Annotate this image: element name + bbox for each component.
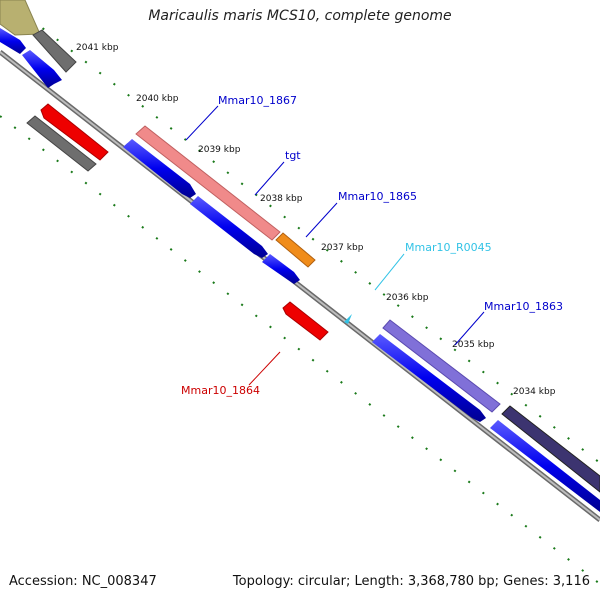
tick-label-2039: 2039 kbp (198, 145, 241, 155)
cds-forward-1[interactable] (123, 139, 196, 198)
tick-label-2041: 2041 kbp (76, 43, 119, 53)
cds-reverse-upperleft[interactable] (40, 103, 109, 161)
label-tgt: tgt (285, 149, 301, 162)
label-mmar10-1864: Mmar10_1864 (181, 384, 260, 397)
leader-tgt (254, 161, 285, 196)
tick-label-2034: 2034 kbp (513, 387, 556, 397)
gene-mmar10-1863[interactable] (382, 319, 501, 413)
tick-label-2038: 2038 kbp (260, 194, 303, 204)
leader-mmar10-1867 (185, 105, 219, 141)
genome-summary-text: Topology: circular; Length: 3,368,780 bp… (232, 574, 590, 589)
leader-mmar10-1865 (305, 202, 338, 238)
tick-label-2040: 2040 kbp (136, 94, 179, 104)
label-mmar10-1863: Mmar10_1863 (484, 300, 563, 313)
gene-dark-purple[interactable] (501, 405, 600, 493)
cds-forward-topleft-b[interactable] (22, 50, 62, 88)
cds-forward-topleft-a[interactable] (0, 28, 26, 54)
leader-mmar10-1864 (248, 351, 281, 386)
label-mmar10-1865: Mmar10_1865 (338, 190, 417, 203)
leader-mmar10-1863 (454, 311, 485, 346)
map-title: Maricaulis maris MCS10, complete genome (148, 8, 452, 24)
leader-mmar10-r0045 (374, 253, 405, 291)
tick-marks (0, 0, 600, 585)
gene-gray-upperleft[interactable] (26, 115, 97, 172)
cds-forward-3[interactable] (262, 254, 300, 284)
cds-forward-4[interactable] (372, 334, 486, 422)
cds-forward-2[interactable] (190, 196, 268, 258)
rna-mmar10-r0045[interactable] (344, 314, 352, 324)
gene-gray-partial[interactable] (32, 29, 77, 73)
gene-olive-partial[interactable] (0, 0, 41, 36)
accession-text: Accession: NC_008347 (9, 574, 157, 589)
label-mmar10-r0045: Mmar10_R0045 (405, 241, 492, 254)
tick-label-2037: 2037 kbp (321, 243, 364, 253)
gene-mmar10-1867[interactable] (135, 125, 281, 241)
gene-tgt[interactable] (275, 232, 316, 268)
tick-label-2035: 2035 kbp (452, 340, 495, 350)
label-mmar10-1867: Mmar10_1867 (218, 94, 297, 107)
genome-backbone (0, 50, 600, 522)
cds-mmar10-1864[interactable] (282, 301, 329, 341)
cds-forward-5[interactable] (490, 420, 600, 512)
tick-label-2036: 2036 kbp (386, 293, 429, 303)
